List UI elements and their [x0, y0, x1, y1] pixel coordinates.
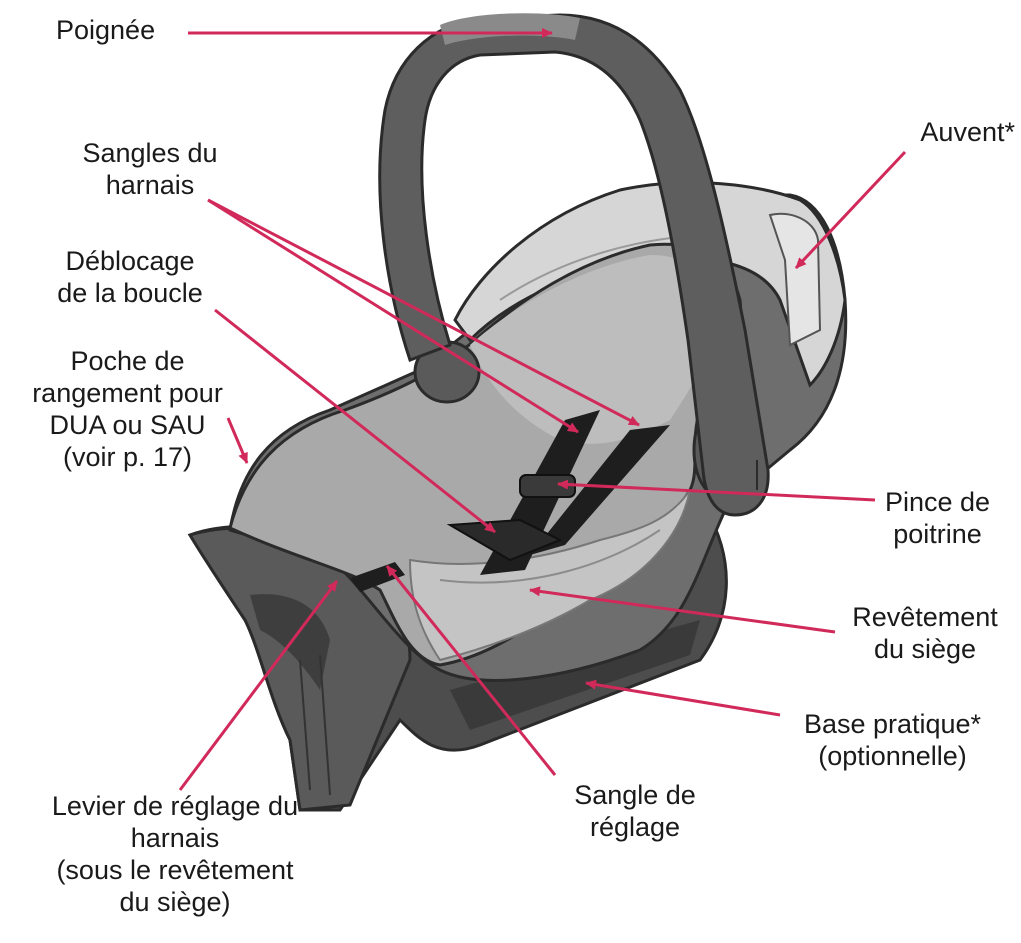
- arrow-sangles-2: [207, 198, 640, 427]
- harness-illustration: [350, 410, 670, 592]
- arrow-pince: [557, 479, 876, 502]
- label-pince-poitrine: Pince de poitrine: [884, 487, 991, 549]
- handle-illustration: [378, 13, 770, 517]
- label-sangle-reglage: Sangle de réglage: [574, 780, 696, 842]
- arrow-base: [585, 679, 781, 717]
- arrow-revetement: [529, 586, 836, 634]
- arrow-sangle-reglage: [385, 565, 557, 776]
- label-sangles-du-harnais: Sangles du harnais: [82, 138, 218, 200]
- label-revetement-siege: Revêtement du siège: [852, 602, 998, 664]
- arrow-levier: [178, 580, 339, 791]
- pointer-arrows: [178, 28, 907, 791]
- arrow-auvent: [794, 150, 907, 270]
- label-levier-reglage: Levier de réglage du harnais (sous le re…: [51, 791, 299, 917]
- label-base-pratique: Base pratique* (optionnelle): [803, 709, 982, 771]
- label-deblocage-boucle: Déblocage de la boucle: [57, 246, 203, 308]
- seat-pad-illustration: [228, 242, 743, 667]
- arrow-sangles-1: [207, 198, 579, 434]
- arrow-poche: [226, 417, 249, 464]
- label-poignee: Poignée: [56, 15, 156, 45]
- label-poche-rangement: Poche de rangement pour DUA ou SAU (voir…: [32, 346, 223, 472]
- arrow-deblocage: [214, 308, 496, 534]
- label-auvent: Auvent*: [920, 117, 1015, 147]
